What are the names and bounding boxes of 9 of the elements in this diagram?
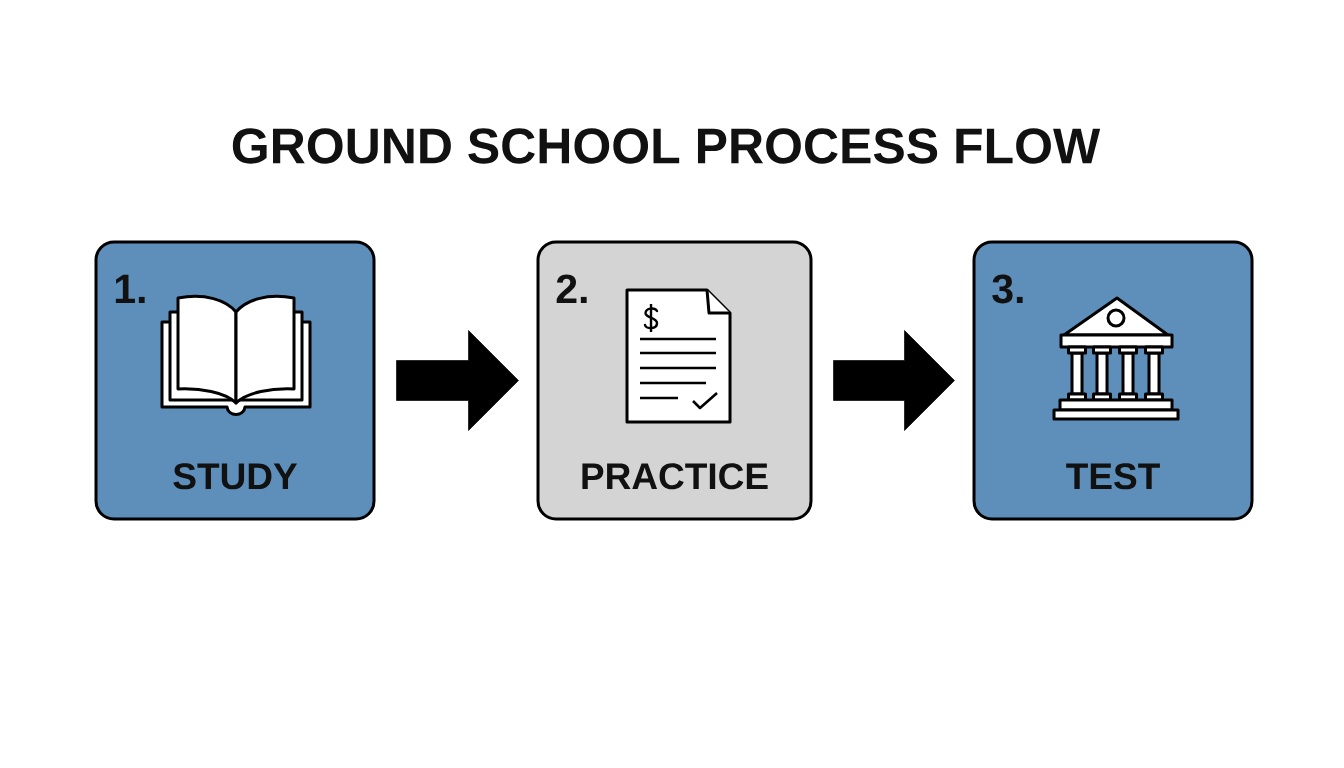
block-arrow [833, 330, 955, 431]
step-label: PRACTICE [582, 463, 768, 490]
step-label: TEST [1066, 463, 1160, 490]
block-arrow [396, 330, 519, 431]
step-label: STUDY [173, 463, 298, 490]
step-number: 2. [556, 274, 587, 303]
step-number: 1. [115, 274, 145, 303]
title: GROUND SCHOOL PROCESS FLOW [232, 128, 1101, 164]
step-number: 3. [992, 274, 1023, 304]
